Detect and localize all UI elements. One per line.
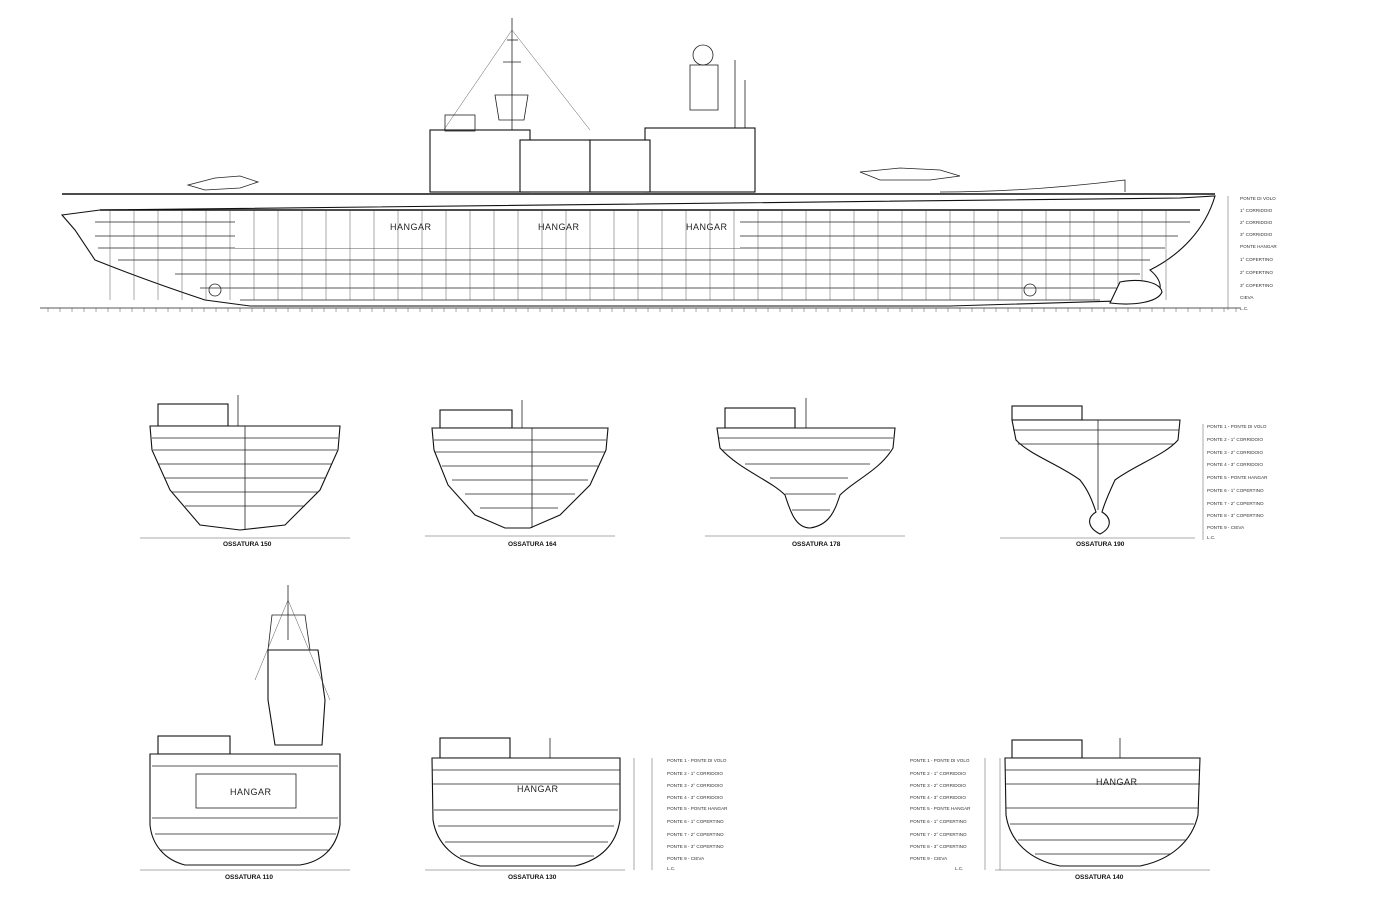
svg-text:3° CORRIDOIO: 3° CORRIDOIO — [1240, 232, 1273, 237]
svg-text:PONTE 8 - 3° COPERTINO: PONTE 8 - 3° COPERTINO — [910, 844, 967, 849]
svg-text:1° CORRIDOIO: 1° CORRIDOIO — [1240, 208, 1273, 213]
svg-text:PONTE 1 - PONTE DI VOLO: PONTE 1 - PONTE DI VOLO — [1207, 424, 1267, 429]
svg-text:1° COPERTINO: 1° COPERTINO — [1240, 257, 1273, 262]
svg-text:L.C.: L.C. — [1207, 535, 1215, 540]
section-190-title: OSSATURA 190 — [1076, 541, 1125, 548]
section-178: OSSATURA 178 — [705, 398, 905, 548]
svg-text:PONTE 1 - PONTE DI VOLO: PONTE 1 - PONTE DI VOLO — [910, 758, 970, 763]
svg-text:PONTE 5 - PONTE HANGAR: PONTE 5 - PONTE HANGAR — [910, 806, 971, 811]
section-190: OSSATURA 190 — [1000, 405, 1195, 548]
svg-text:PONTE 3 - 2° CORRIDOIO: PONTE 3 - 2° CORRIDOIO — [910, 783, 966, 788]
section-140-hangar: HANGAR — [1096, 777, 1138, 787]
section-150: OSSATURA 150 — [140, 395, 350, 548]
section-110: HANGAR OSSATURA 110 — [140, 585, 350, 881]
section-110-hangar: HANGAR — [230, 787, 272, 797]
svg-text:3° COPERTINO: 3° COPERTINO — [1240, 283, 1273, 288]
svg-text:PONTE 2 - 1° CORRIDOIO: PONTE 2 - 1° CORRIDOIO — [910, 771, 966, 776]
svg-text:PONTE 9 - CIEVA: PONTE 9 - CIEVA — [910, 856, 948, 861]
svg-text:2° CORRIDOIO: 2° CORRIDOIO — [1240, 220, 1273, 225]
section-130-hangar: HANGAR — [517, 784, 559, 794]
profile-frame-ticks — [47, 308, 1237, 312]
section-164: OSSATURA 164 — [425, 400, 615, 548]
section-140-title: OSSATURA 140 — [1075, 874, 1124, 881]
svg-text:PONTE 4 - 3° CORRIDOIO: PONTE 4 - 3° CORRIDOIO — [1207, 462, 1263, 467]
hangar-label-1: HANGAR — [390, 222, 432, 232]
svg-text:PONTE 2 - 1° CORRIDOIO: PONTE 2 - 1° CORRIDOIO — [1207, 437, 1263, 442]
svg-text:PONTE 5 - PONTE HANGAR: PONTE 5 - PONTE HANGAR — [1207, 475, 1268, 480]
svg-text:PONTE 6 - 1° COPERTINO: PONTE 6 - 1° COPERTINO — [1207, 488, 1264, 493]
hangar-label-3: HANGAR — [686, 222, 728, 232]
section-130-title: OSSATURA 130 — [508, 874, 557, 881]
profile-deck-labels: PONTE DI VOLO 1° CORRIDOIO 2° CORRIDOIO … — [1240, 196, 1277, 311]
svg-text:PONTE 7 - 2° COPERTINO: PONTE 7 - 2° COPERTINO — [1207, 501, 1264, 506]
svg-text:PONTE 4 - 3° CORRIDOIO: PONTE 4 - 3° CORRIDOIO — [667, 795, 723, 800]
svg-text:PONTE DI VOLO: PONTE DI VOLO — [1240, 196, 1276, 201]
svg-text:PONTE 2 - 1° CORRIDOIO: PONTE 2 - 1° CORRIDOIO — [667, 771, 723, 776]
svg-text:PONTE 9 - CIEVA: PONTE 9 - CIEVA — [667, 856, 705, 861]
legend-right: PONTE 1 - PONTE DI VOLO PONTE 2 - 1° COR… — [910, 758, 971, 871]
svg-text:PONTE 6 - 1° COPERTINO: PONTE 6 - 1° COPERTINO — [667, 819, 724, 824]
svg-text:PONTE 8 - 3° COPERTINO: PONTE 8 - 3° COPERTINO — [1207, 513, 1264, 518]
profile-frame-lines — [109, 210, 1167, 300]
svg-text:PONTE 9 - CIEVA: PONTE 9 - CIEVA — [1207, 525, 1245, 530]
section-140: HANGAR OSSATURA 140 — [995, 738, 1210, 881]
svg-text:L.C.: L.C. — [955, 866, 963, 871]
svg-text:L.C.: L.C. — [667, 866, 675, 871]
main-hull — [60, 195, 1216, 307]
svg-text:CIEVA: CIEVA — [1240, 295, 1254, 300]
section-110-title: OSSATURA 110 — [225, 874, 273, 881]
svg-text:PONTE 8 - 3° COPERTINO: PONTE 8 - 3° COPERTINO — [667, 844, 724, 849]
legend-mid: PONTE 1 - PONTE DI VOLO PONTE 2 - 1° COR… — [667, 758, 728, 871]
svg-text:2° COPERTINO: 2° COPERTINO — [1240, 270, 1273, 275]
svg-text:PONTE HANGAR: PONTE HANGAR — [1240, 244, 1277, 249]
svg-text:L.C.: L.C. — [1240, 306, 1248, 311]
section-130: HANGAR OSSATURA 130 — [425, 737, 625, 881]
hangar-label-2: HANGAR — [538, 222, 580, 232]
island-aft — [589, 44, 756, 193]
section-164-title: OSSATURA 164 — [508, 541, 557, 548]
legend-top: PONTE 1 - PONTE DI VOLO PONTE 2 - 1° COR… — [1207, 424, 1268, 540]
section-178-title: OSSATURA 178 — [792, 541, 841, 548]
longitudinal-profile: HANGAR HANGAR HANGAR PONTE DI VOLO 1° CO… — [40, 18, 1277, 312]
svg-text:PONTE 7 - 2° COPERTINO: PONTE 7 - 2° COPERTINO — [667, 832, 724, 837]
svg-text:PONTE 3 - 2° CORRIDOIO: PONTE 3 - 2° CORRIDOIO — [1207, 450, 1263, 455]
svg-text:PONTE 5 - PONTE HANGAR: PONTE 5 - PONTE HANGAR — [667, 806, 728, 811]
island-forward — [429, 18, 591, 193]
svg-text:PONTE 4 - 3° CORRIDOIO: PONTE 4 - 3° CORRIDOIO — [910, 795, 966, 800]
svg-text:PONTE 3 - 2° CORRIDOIO: PONTE 3 - 2° CORRIDOIO — [667, 783, 723, 788]
section-150-title: OSSATURA 150 — [223, 541, 272, 548]
svg-text:PONTE 1 - PONTE DI VOLO: PONTE 1 - PONTE DI VOLO — [667, 758, 727, 763]
svg-text:PONTE 6 - 1° COPERTINO: PONTE 6 - 1° COPERTINO — [910, 819, 967, 824]
svg-text:PONTE 7 - 2° COPERTINO: PONTE 7 - 2° COPERTINO — [910, 832, 967, 837]
